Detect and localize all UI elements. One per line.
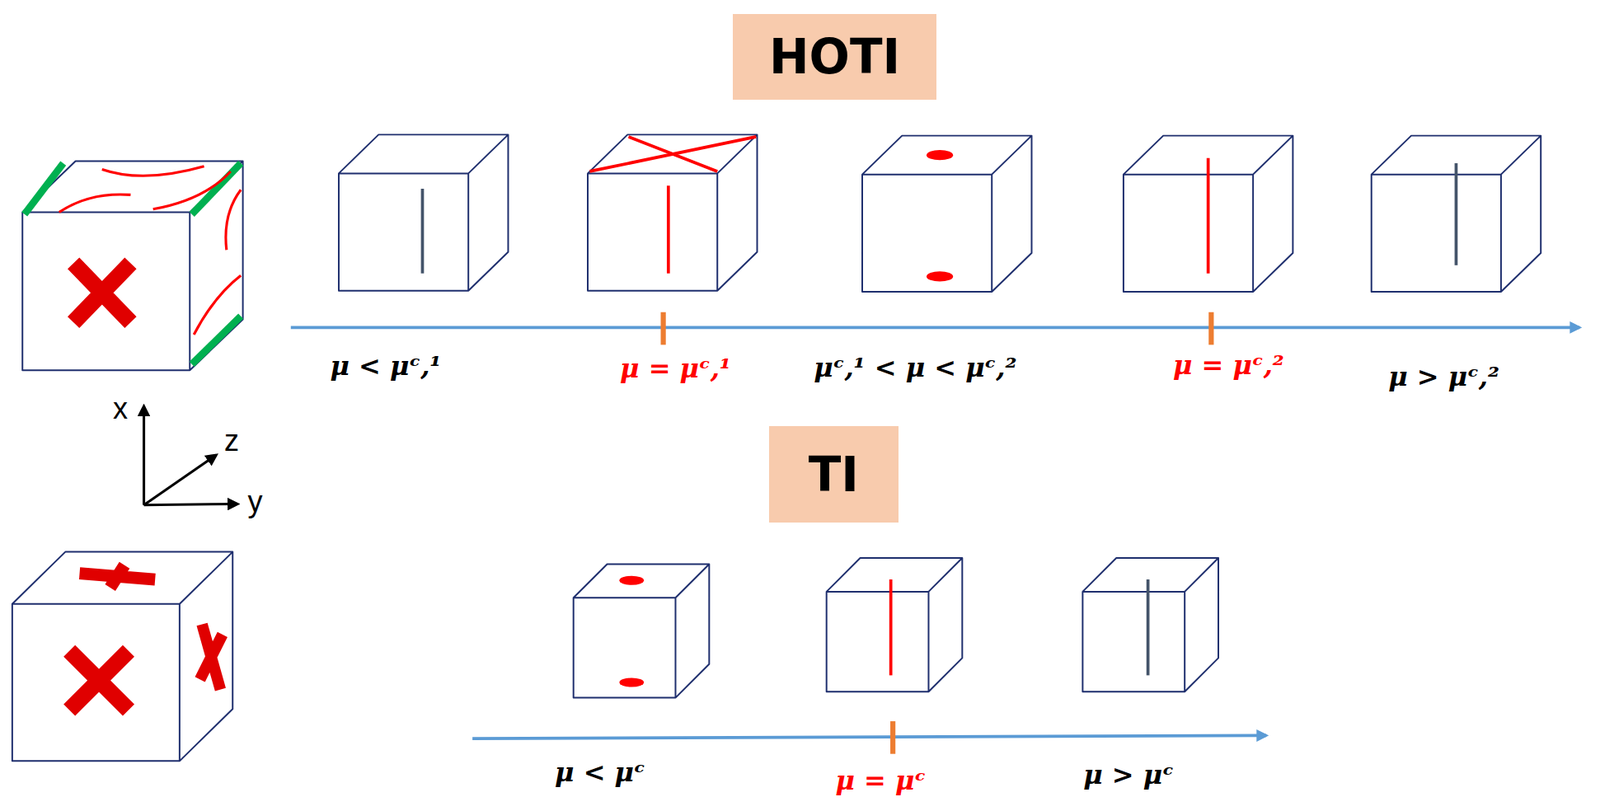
critical-label: μ = μᶜ,² bbox=[1173, 349, 1285, 381]
axis-label: y bbox=[247, 484, 263, 520]
coordinate-axis bbox=[144, 503, 239, 505]
critical-label: μ = μᶜ,¹ bbox=[619, 352, 732, 385]
cube-outline bbox=[1371, 136, 1541, 292]
section-title: HOTI bbox=[769, 28, 901, 85]
title-box: HOTI bbox=[732, 14, 936, 100]
regime-label: μ > μᶜ bbox=[1083, 759, 1174, 791]
section-title: TI bbox=[808, 446, 859, 503]
hinge-states bbox=[24, 163, 241, 365]
title-box: TI bbox=[769, 426, 899, 522]
cube-outline bbox=[338, 134, 508, 291]
cube-outline bbox=[1123, 136, 1293, 292]
mu-axis bbox=[290, 325, 1580, 329]
cube-outline bbox=[22, 161, 243, 371]
regime-label: μ < μᶜ bbox=[554, 756, 646, 789]
surface-cones bbox=[69, 565, 223, 711]
cube-outline bbox=[1082, 558, 1219, 692]
critical-tick bbox=[1208, 312, 1214, 346]
regime-label: μ > μᶜ,² bbox=[1388, 361, 1500, 393]
cube-outline bbox=[12, 552, 233, 762]
cube-outline bbox=[587, 134, 757, 291]
critical-tick bbox=[890, 721, 896, 755]
mu-axis bbox=[472, 735, 1267, 739]
critical-label: μ = μᶜ bbox=[835, 764, 926, 797]
cube-outlines bbox=[12, 134, 1541, 761]
regime-label: μᶜ,¹ < μ < μᶜ,² bbox=[813, 351, 1017, 384]
cube-outline bbox=[826, 558, 963, 692]
coordinate-axis bbox=[142, 406, 146, 506]
regime-label: μ < μᶜ,¹ bbox=[330, 350, 442, 382]
cube-outline bbox=[862, 136, 1032, 292]
axis-label: z bbox=[224, 423, 240, 459]
critical-tick bbox=[661, 312, 667, 346]
coordinate-axis bbox=[144, 455, 217, 506]
cube-outline bbox=[573, 563, 710, 698]
hinge-features bbox=[422, 136, 1456, 688]
axis-label: x bbox=[112, 391, 128, 427]
